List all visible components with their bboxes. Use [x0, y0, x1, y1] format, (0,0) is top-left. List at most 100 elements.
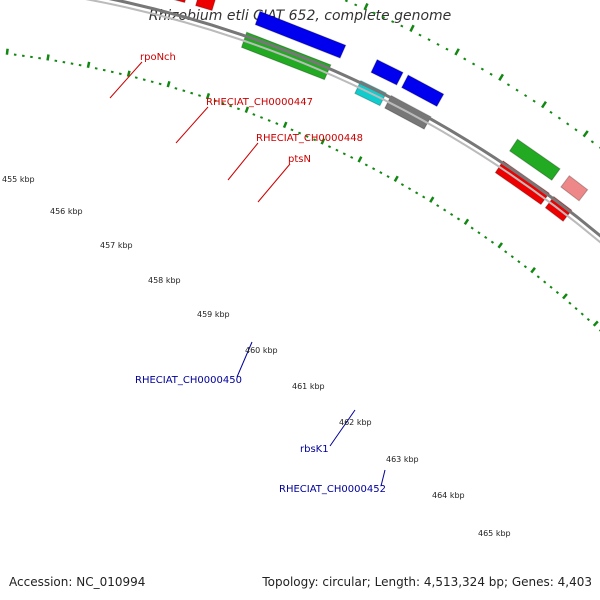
inner-tick [364, 163, 368, 167]
inner-tick [335, 148, 339, 152]
inner-tick [562, 293, 568, 300]
inner-tick [267, 119, 271, 122]
kbp-label: 462 kbp [339, 418, 372, 427]
inner-tick [182, 89, 186, 93]
inner-tick [198, 94, 202, 97]
inner-tick [342, 152, 346, 156]
outer-tick [532, 99, 536, 103]
feature-label-bottom[interactable]: RHECIAT_CH0000452 [279, 484, 386, 495]
outer-tick [344, 0, 348, 3]
inner-tick [510, 255, 514, 259]
feature-block [173, 0, 186, 4]
outer-tick [354, 3, 358, 7]
outer-tick [566, 122, 570, 126]
leader-line [109, 61, 143, 99]
outer-tick [391, 20, 395, 24]
outer-tick [445, 47, 449, 51]
inner-tick [422, 195, 426, 199]
feature-label-bottom[interactable]: rbsK1 [300, 444, 329, 455]
leader-line [236, 341, 253, 378]
inner-tick [400, 183, 405, 187]
leader-line [175, 106, 209, 144]
inner-tick [252, 113, 256, 116]
inner-tick [470, 226, 474, 230]
feature-label-top[interactable]: rpoNch [140, 52, 176, 63]
leader-line [227, 142, 259, 181]
outer-tick [515, 88, 519, 92]
inner-tick [504, 250, 508, 254]
feature-block [509, 138, 561, 181]
inner-tick [126, 70, 131, 77]
inner-tick [290, 128, 294, 132]
feature-labels: rpoNchRHECIAT_CH0000447RHECIAT_CH0000448… [109, 52, 386, 495]
inner-tick [275, 122, 279, 125]
inner-tick [555, 290, 559, 295]
kbp-label: 460 kbp [245, 346, 278, 355]
kbp-label: 456 kbp [50, 207, 83, 216]
inner-tick [490, 240, 495, 244]
feature-block [560, 175, 589, 202]
inner-tick [372, 167, 376, 171]
inner-tick [456, 217, 461, 221]
inner-tick [150, 80, 154, 84]
inner-tick [320, 138, 326, 145]
outer-tick [498, 73, 504, 81]
outer-tick [454, 48, 460, 56]
outer-tick [409, 24, 415, 32]
inner-tick [221, 101, 225, 105]
inner-tick [158, 82, 162, 86]
kbp-label: 463 kbp [386, 455, 419, 464]
outer-tick [372, 11, 376, 15]
inner-tick [190, 91, 194, 95]
inner-tick [497, 242, 504, 249]
inner-tick [443, 208, 447, 212]
backbone-line [108, 0, 600, 238]
inner-tick [517, 260, 521, 264]
backbone [84, 0, 600, 244]
inner-tick [379, 171, 383, 175]
leader-line [257, 163, 291, 203]
inner-tick [530, 267, 536, 274]
outer-tick [590, 140, 594, 144]
outer-tick [489, 72, 493, 76]
inner-tick [236, 107, 240, 111]
inner-tick [586, 317, 590, 322]
inner-tick [568, 301, 572, 305]
feature-label-bottom[interactable]: RHECIAT_CH0000450 [135, 375, 242, 386]
inner-tick [260, 116, 264, 119]
inner-tick [229, 104, 233, 108]
inner-tick [523, 265, 527, 269]
feature-label-top[interactable]: RHECIAT_CH0000448 [256, 133, 363, 144]
kbp-label: 455 kbp [2, 175, 35, 184]
inner-tick [244, 106, 250, 114]
inner-tick [484, 235, 488, 239]
inner-tick [580, 312, 584, 316]
kbp-label: 459 kbp [197, 310, 230, 319]
kbp-label: 457 kbp [100, 241, 133, 250]
inner-tick [166, 80, 171, 88]
inner-tick [205, 92, 211, 100]
kbp-label: 464 kbp [432, 491, 465, 500]
inner-tick [393, 175, 399, 183]
kbp-label: 461 kbp [292, 382, 325, 391]
outer-tick [472, 62, 476, 66]
outer-tick [480, 67, 484, 71]
inner-tick [282, 121, 288, 129]
inner-tick [386, 175, 390, 179]
accession-text: Accession: NC_010994 [9, 575, 146, 589]
inner-tick [298, 131, 302, 135]
inner-tick [592, 320, 599, 327]
inner-tick [305, 134, 309, 138]
inner-tick [213, 99, 217, 103]
backbone-line [84, 0, 600, 244]
feature-label-top[interactable]: RHECIAT_CH0000447 [206, 97, 313, 108]
outer-tick [363, 2, 369, 11]
feature-label-top[interactable]: ptsN [288, 154, 311, 165]
outer-tick [418, 33, 422, 37]
outer-tick [463, 57, 467, 61]
feature-track [173, 0, 589, 222]
outer-tick [549, 110, 553, 114]
outer-tick [400, 24, 404, 28]
